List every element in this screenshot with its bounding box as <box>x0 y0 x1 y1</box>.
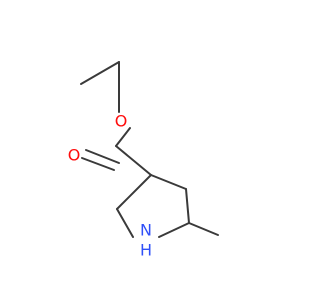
bond-c3-c4 <box>150 174 187 190</box>
bond-c-o-double-1 <box>85 149 120 164</box>
atom-labels: O O N H <box>68 112 152 260</box>
amine-hydrogen-label: H <box>140 241 152 260</box>
carbonyl-oxygen-label: O <box>68 146 81 165</box>
bond-ch3-ch2 <box>80 61 120 85</box>
bond-c5-n <box>158 222 190 238</box>
amine-nitrogen-label: N <box>140 221 152 240</box>
bond-o-carbonyl-c <box>115 127 131 147</box>
bond-c2-c3 <box>116 174 152 210</box>
ester-oxygen-label: O <box>115 112 128 131</box>
bond-n-c2 <box>116 208 134 238</box>
bond-c5-methyl <box>188 222 219 236</box>
bond-c-o-double-2 <box>81 157 115 171</box>
molecule-structure: O O N H <box>68 61 219 260</box>
bond-carbonyl-c3 <box>115 145 152 176</box>
bonds <box>80 61 219 238</box>
bond-c4-c5 <box>185 188 190 224</box>
